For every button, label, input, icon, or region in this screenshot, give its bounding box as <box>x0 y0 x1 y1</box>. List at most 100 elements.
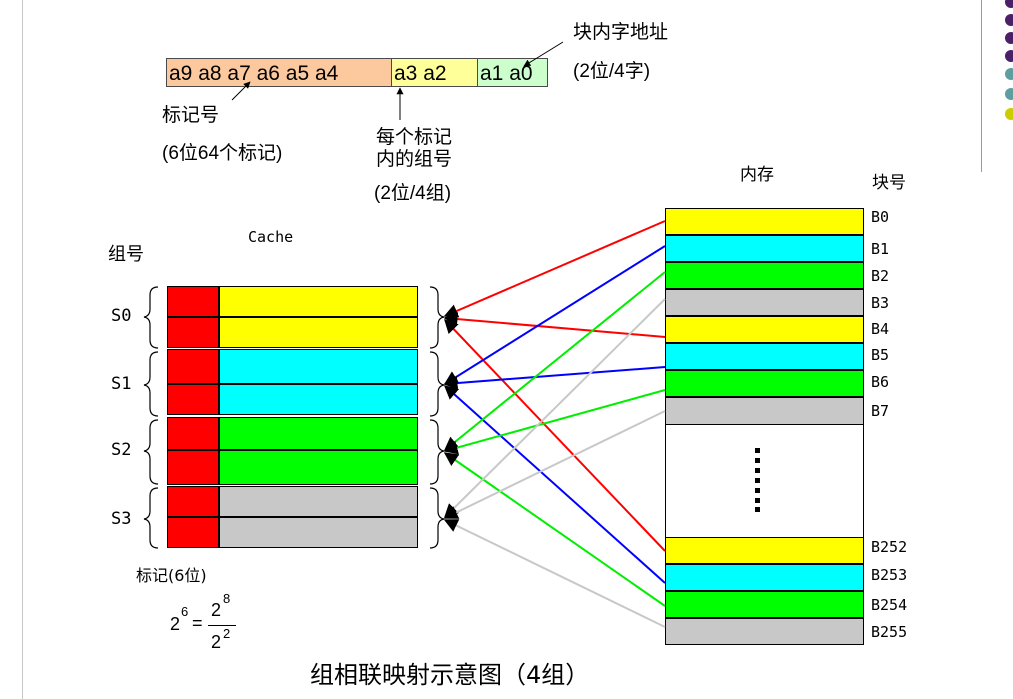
group-number-header: 组号 <box>108 244 144 265</box>
block-label-b7: B7 <box>871 402 890 420</box>
arrow-b2-to-s2 <box>443 271 666 451</box>
block-label-b5: B5 <box>871 346 890 364</box>
arrow-b252-to-s0 <box>444 318 666 552</box>
block-label-b252: B252 <box>871 538 908 556</box>
slide-edge-rule <box>981 0 982 172</box>
cache-tag-cell <box>167 349 219 384</box>
group-label-s1: S1 <box>111 374 132 394</box>
cache-data-cell <box>219 486 418 517</box>
tag-count-formula: 2 6 = 2 8 2 2 <box>168 591 248 656</box>
arrow-b255-to-s3 <box>443 519 666 628</box>
memory-ellipsis-dots <box>755 448 760 512</box>
memory-block-b253 <box>665 564 864 591</box>
word-label: 块内字地址 <box>573 22 669 43</box>
page-left-rule <box>22 0 23 699</box>
cache-line-s2-0 <box>167 417 418 450</box>
cache-data-cell <box>219 417 418 450</box>
tag-bits-label: (6位64个标记) <box>162 143 283 164</box>
block-label-b6: B6 <box>871 373 890 391</box>
word-field: a1 a0 <box>478 58 548 87</box>
block-label-b0: B0 <box>871 208 890 226</box>
tag-field: a9 a8 a7 a6 a5 a4 <box>166 58 392 87</box>
decor-dot-yellow <box>1005 108 1013 120</box>
cache-data-cell <box>219 517 418 548</box>
decor-dot-purple <box>1005 32 1013 44</box>
cache-data-cell <box>219 450 418 485</box>
decor-dot-purple <box>1005 50 1013 62</box>
word-bits-label: (2位/4字) <box>573 61 651 82</box>
block-label-b3: B3 <box>871 294 890 312</box>
memory-block-b6 <box>665 370 864 397</box>
group-label-s0: S0 <box>111 306 132 326</box>
block-label-b4: B4 <box>871 320 890 338</box>
figure-caption: 组相联映射示意图（4组） <box>310 661 590 689</box>
block-label-b253: B253 <box>871 566 908 584</box>
cache-data-cell <box>219 317 418 348</box>
group-braces-left <box>143 286 159 549</box>
cache-data-cell <box>219 286 418 317</box>
cache-data-cell <box>219 384 418 415</box>
group-field: a3 a2 <box>392 58 478 87</box>
group-label-s2: S2 <box>111 440 132 460</box>
address-format: a9 a8 a7 a6 a5 a4 a3 a2 a1 a0 <box>166 58 548 87</box>
arrow-b5-to-s1 <box>443 366 666 391</box>
cache-line-s3-1 <box>167 517 418 548</box>
cache-tag-cell <box>167 286 219 317</box>
decor-dot-purple <box>1005 14 1013 26</box>
group-bits-label: (2位/4组) <box>374 183 452 204</box>
block-number-header: 块号 <box>872 173 906 193</box>
cache-line-s3-0 <box>167 486 418 517</box>
formula-fraction-bar <box>208 625 236 626</box>
decor-dot-purple <box>1005 0 1013 8</box>
group-label-line1: 每个标记 <box>376 127 453 148</box>
memory-ellipsis-region <box>665 425 864 537</box>
formula-lhs-base: 2 <box>170 614 181 634</box>
word-leader-arrow <box>523 41 564 67</box>
cache-tag-cell <box>167 317 219 348</box>
block-label-b254: B254 <box>871 596 908 614</box>
group-braces-right <box>429 286 445 549</box>
cache-line-s2-1 <box>167 450 418 485</box>
arrow-b0-to-s0 <box>443 220 666 318</box>
formula-num-base: 2 <box>211 600 222 620</box>
block-label-b2: B2 <box>871 267 890 285</box>
arrow-b6-to-s2 <box>443 389 666 455</box>
formula-lhs-exp: 6 <box>181 604 189 619</box>
formula-den-exp: 2 <box>223 626 231 641</box>
formula-den-base: 2 <box>211 632 222 652</box>
memory-block-b0 <box>665 208 864 235</box>
memory-title: 内存 <box>740 165 774 185</box>
cache-tag-cell <box>167 450 219 485</box>
block-label-b255: B255 <box>871 623 908 641</box>
arrow-b3-to-s3 <box>444 298 666 518</box>
arrow-b254-to-s2 <box>443 452 666 607</box>
cache-line-s0-0 <box>167 286 418 317</box>
tag-leader-arrow <box>231 81 251 101</box>
memory-block-b2 <box>665 262 864 289</box>
decor-dot-teal <box>1005 68 1013 80</box>
cache-tag-cell <box>167 384 219 415</box>
memory-block-b5 <box>665 343 864 370</box>
cache-line-s1-0 <box>167 349 418 384</box>
arrow-b4-to-s0 <box>443 312 666 338</box>
cache-tag-cell <box>167 417 219 450</box>
arrow-b253-to-s1 <box>443 385 666 584</box>
formula-equals: = <box>192 613 203 633</box>
decor-dot-teal <box>1005 88 1013 100</box>
cache-title: Cache <box>248 228 294 246</box>
memory-block-b254 <box>665 591 864 618</box>
group-label-line2: 内的组号 <box>376 149 453 170</box>
tag-label: 标记号 <box>162 105 220 126</box>
memory-block-b3 <box>665 289 864 316</box>
arrow-b7-to-s3 <box>443 410 666 519</box>
formula-num-exp: 8 <box>223 591 231 606</box>
memory-block-b7 <box>665 397 864 425</box>
cache-tag-cell <box>167 517 219 548</box>
cache-data-cell <box>219 349 418 384</box>
block-label-b1: B1 <box>871 240 890 258</box>
mapping-arrows <box>443 220 666 628</box>
cache-line-s1-1 <box>167 384 418 415</box>
cache-line-s0-1 <box>167 317 418 348</box>
group-label-s3: S3 <box>111 509 132 529</box>
